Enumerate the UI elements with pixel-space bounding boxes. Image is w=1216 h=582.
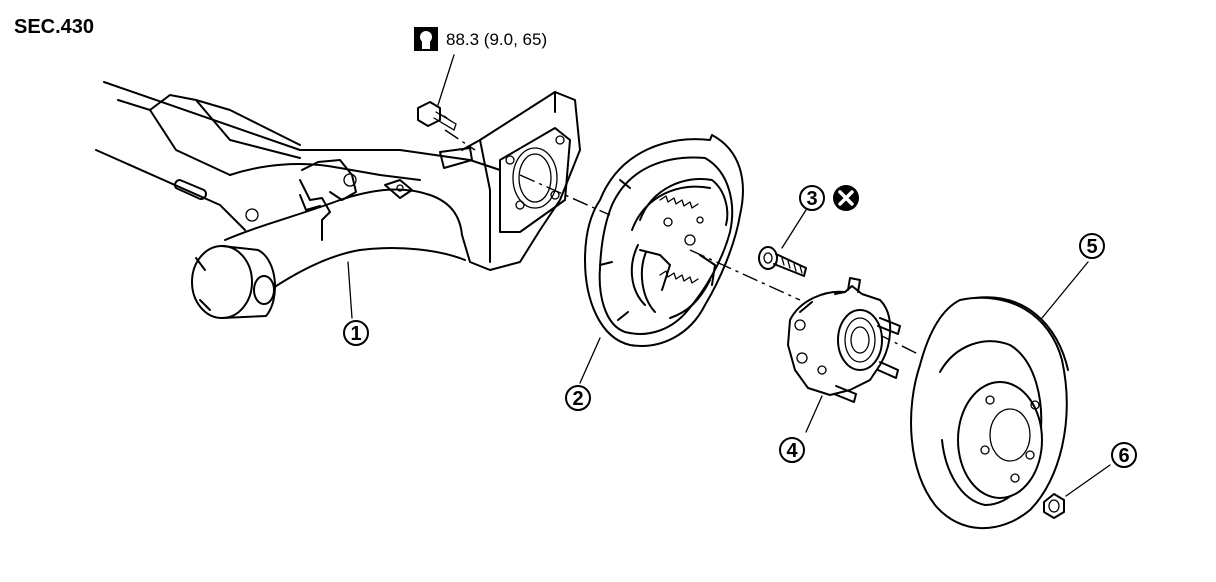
callout-2: 2: [565, 385, 591, 411]
suspension-arm: [95, 81, 581, 319]
mounting-bolt: [417, 101, 457, 131]
svg-text:5: 5: [1086, 236, 1097, 258]
leader-1: [347, 261, 353, 319]
callout-3: 3: [799, 185, 825, 211]
svg-text:4: 4: [786, 440, 798, 462]
leader-2: [579, 337, 601, 384]
leader-6: [1065, 464, 1111, 497]
leader-4: [805, 395, 823, 433]
callout-4: 4: [779, 437, 805, 463]
svg-text:2: 2: [572, 388, 583, 410]
svg-text:1: 1: [350, 323, 361, 345]
callout-6: 6: [1111, 442, 1137, 468]
axis-line-bolt: [444, 129, 476, 151]
torque-wrench-icon: [414, 27, 438, 51]
svg-text:6: 6: [1118, 445, 1129, 467]
svg-text:3: 3: [806, 188, 817, 210]
torque-spec: 88.3 (9.0, 65): [446, 30, 547, 49]
leader-3: [781, 209, 807, 249]
hub-nut: [1043, 493, 1065, 519]
leader-5: [1041, 261, 1089, 319]
hub-bolt: [758, 246, 807, 277]
hub-bearing-assembly: [787, 277, 901, 403]
section-code: SEC.430: [14, 16, 94, 38]
torque-leader: [437, 54, 455, 106]
do-not-reuse-icon: [833, 185, 859, 211]
brake-rotor: [910, 296, 1069, 530]
backing-plate: [584, 134, 744, 347]
callout-5: 5: [1079, 233, 1105, 259]
axis-line-2: [689, 249, 801, 301]
callout-1: 1: [343, 320, 369, 346]
